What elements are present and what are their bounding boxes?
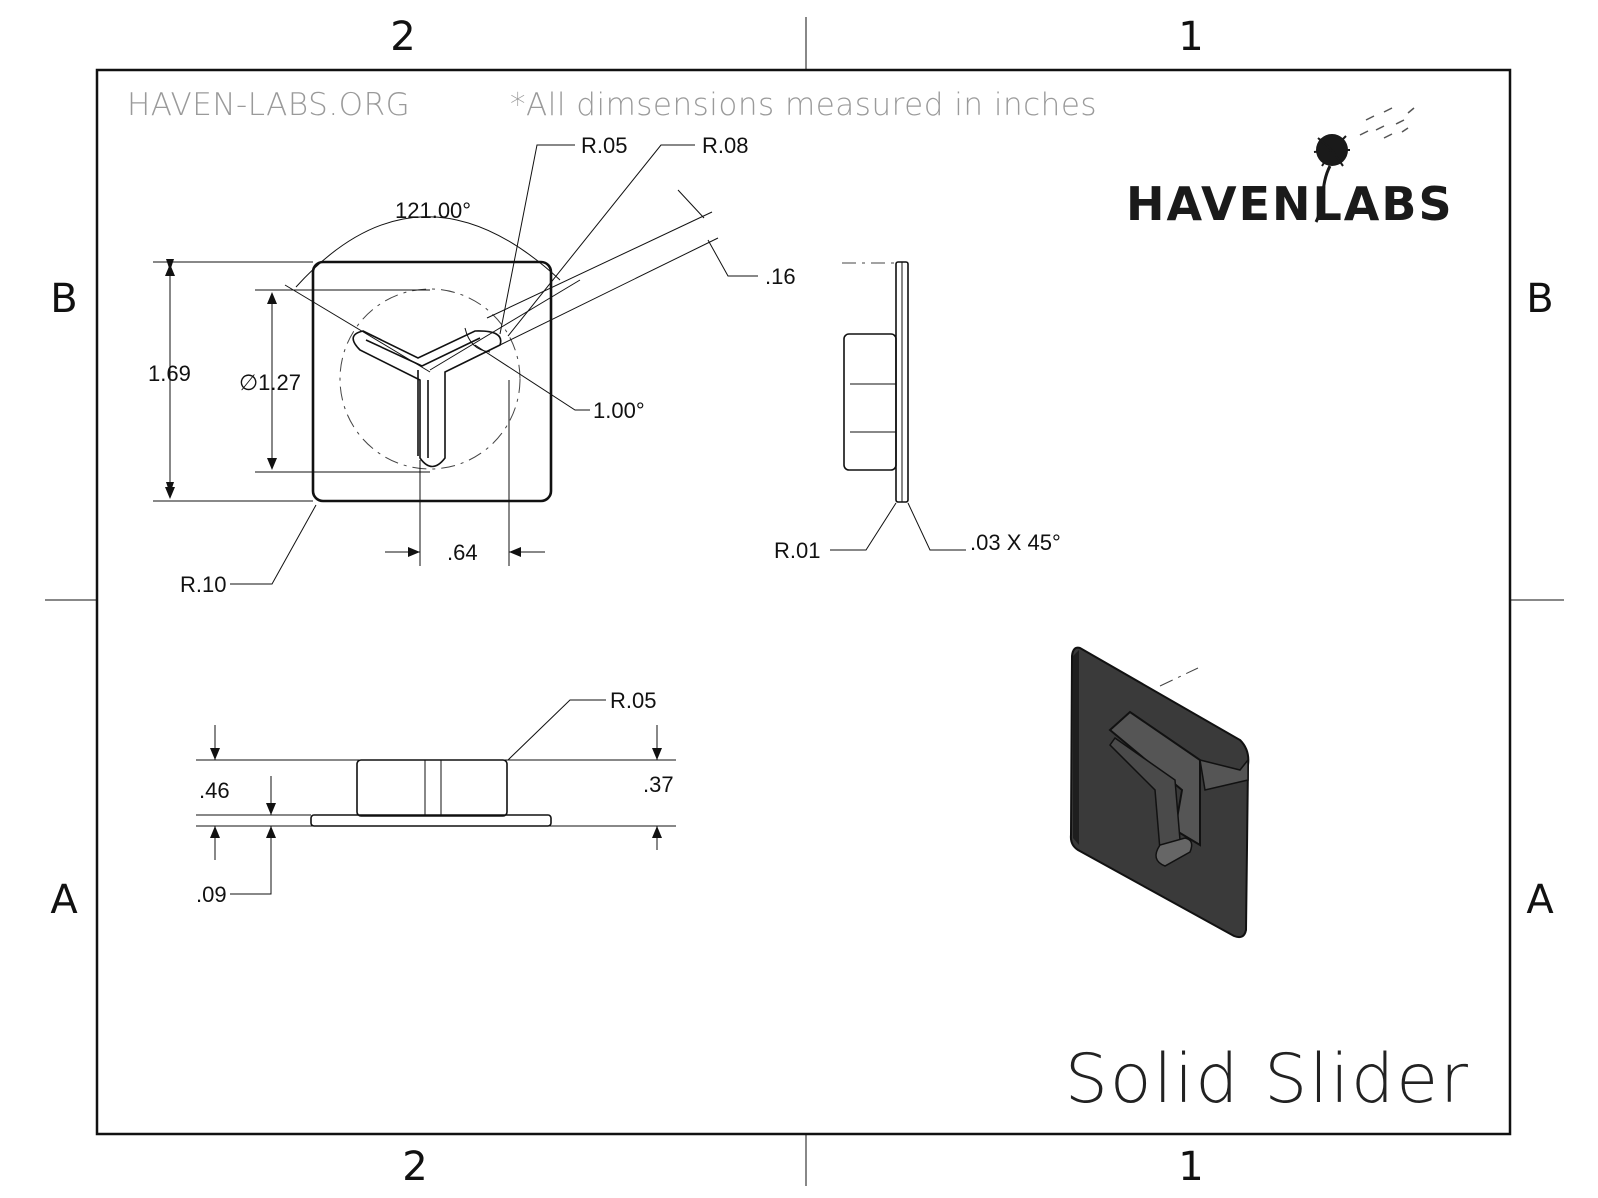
zone-label-left-a: A (50, 877, 78, 923)
zone-label-right-a: A (1526, 877, 1554, 923)
dim-diameter: ∅1.27 (239, 370, 301, 395)
side-view: R.01 .03 X 45° (774, 261, 1061, 563)
dim-radius-medium: R.08 (702, 133, 748, 158)
dim-arm-angle: 1.00° (593, 398, 645, 423)
dim-arm-offset: .64 (447, 540, 478, 565)
dim-edge-radius: R.01 (774, 538, 820, 563)
zone-label-top-1: 1 (1178, 14, 1203, 60)
dim-arm-width: .16 (765, 264, 796, 289)
zone-label-left-b: B (50, 276, 77, 322)
dim-bottom-radius: R.05 (610, 688, 656, 713)
drawing-title: Solid Slider (1065, 1040, 1470, 1119)
bottom-view: R.05 .46 .37 .09 (196, 688, 676, 907)
zone-dividers (45, 17, 1564, 1186)
dandelion-icon (1313, 107, 1415, 223)
zone-label-right-b: B (1526, 276, 1553, 322)
zone-label-bottom-1: 1 (1178, 1144, 1203, 1190)
dim-plate-thickness: .09 (196, 882, 227, 907)
website-text: HAVEN-LABS.ORG (127, 87, 410, 123)
dim-corner-radius: R.10 (180, 572, 226, 597)
dim-overall-height: .46 (199, 778, 230, 803)
dim-height: 1.69 (148, 361, 191, 386)
isometric-view (1069, 646, 1250, 939)
logo-wordmark: HAVENLABS (1126, 177, 1454, 231)
dim-radius-small: R.05 (581, 133, 627, 158)
front-view: 1.69 ∅1.27 121.00° R.05 R.08 .16 1.00° (148, 133, 796, 597)
drawing-border (95, 68, 1512, 1136)
havenlabs-logo: HAVENLABS (1126, 107, 1454, 231)
dim-angle: 121.00° (395, 198, 471, 223)
dim-boss-height: .37 (643, 772, 674, 797)
units-note: *All dimsensions measured in inches (510, 87, 1097, 123)
zone-label-bottom-2: 2 (402, 1144, 427, 1190)
zone-label-top-2: 2 (390, 14, 415, 60)
dim-chamfer: .03 X 45° (970, 530, 1061, 555)
